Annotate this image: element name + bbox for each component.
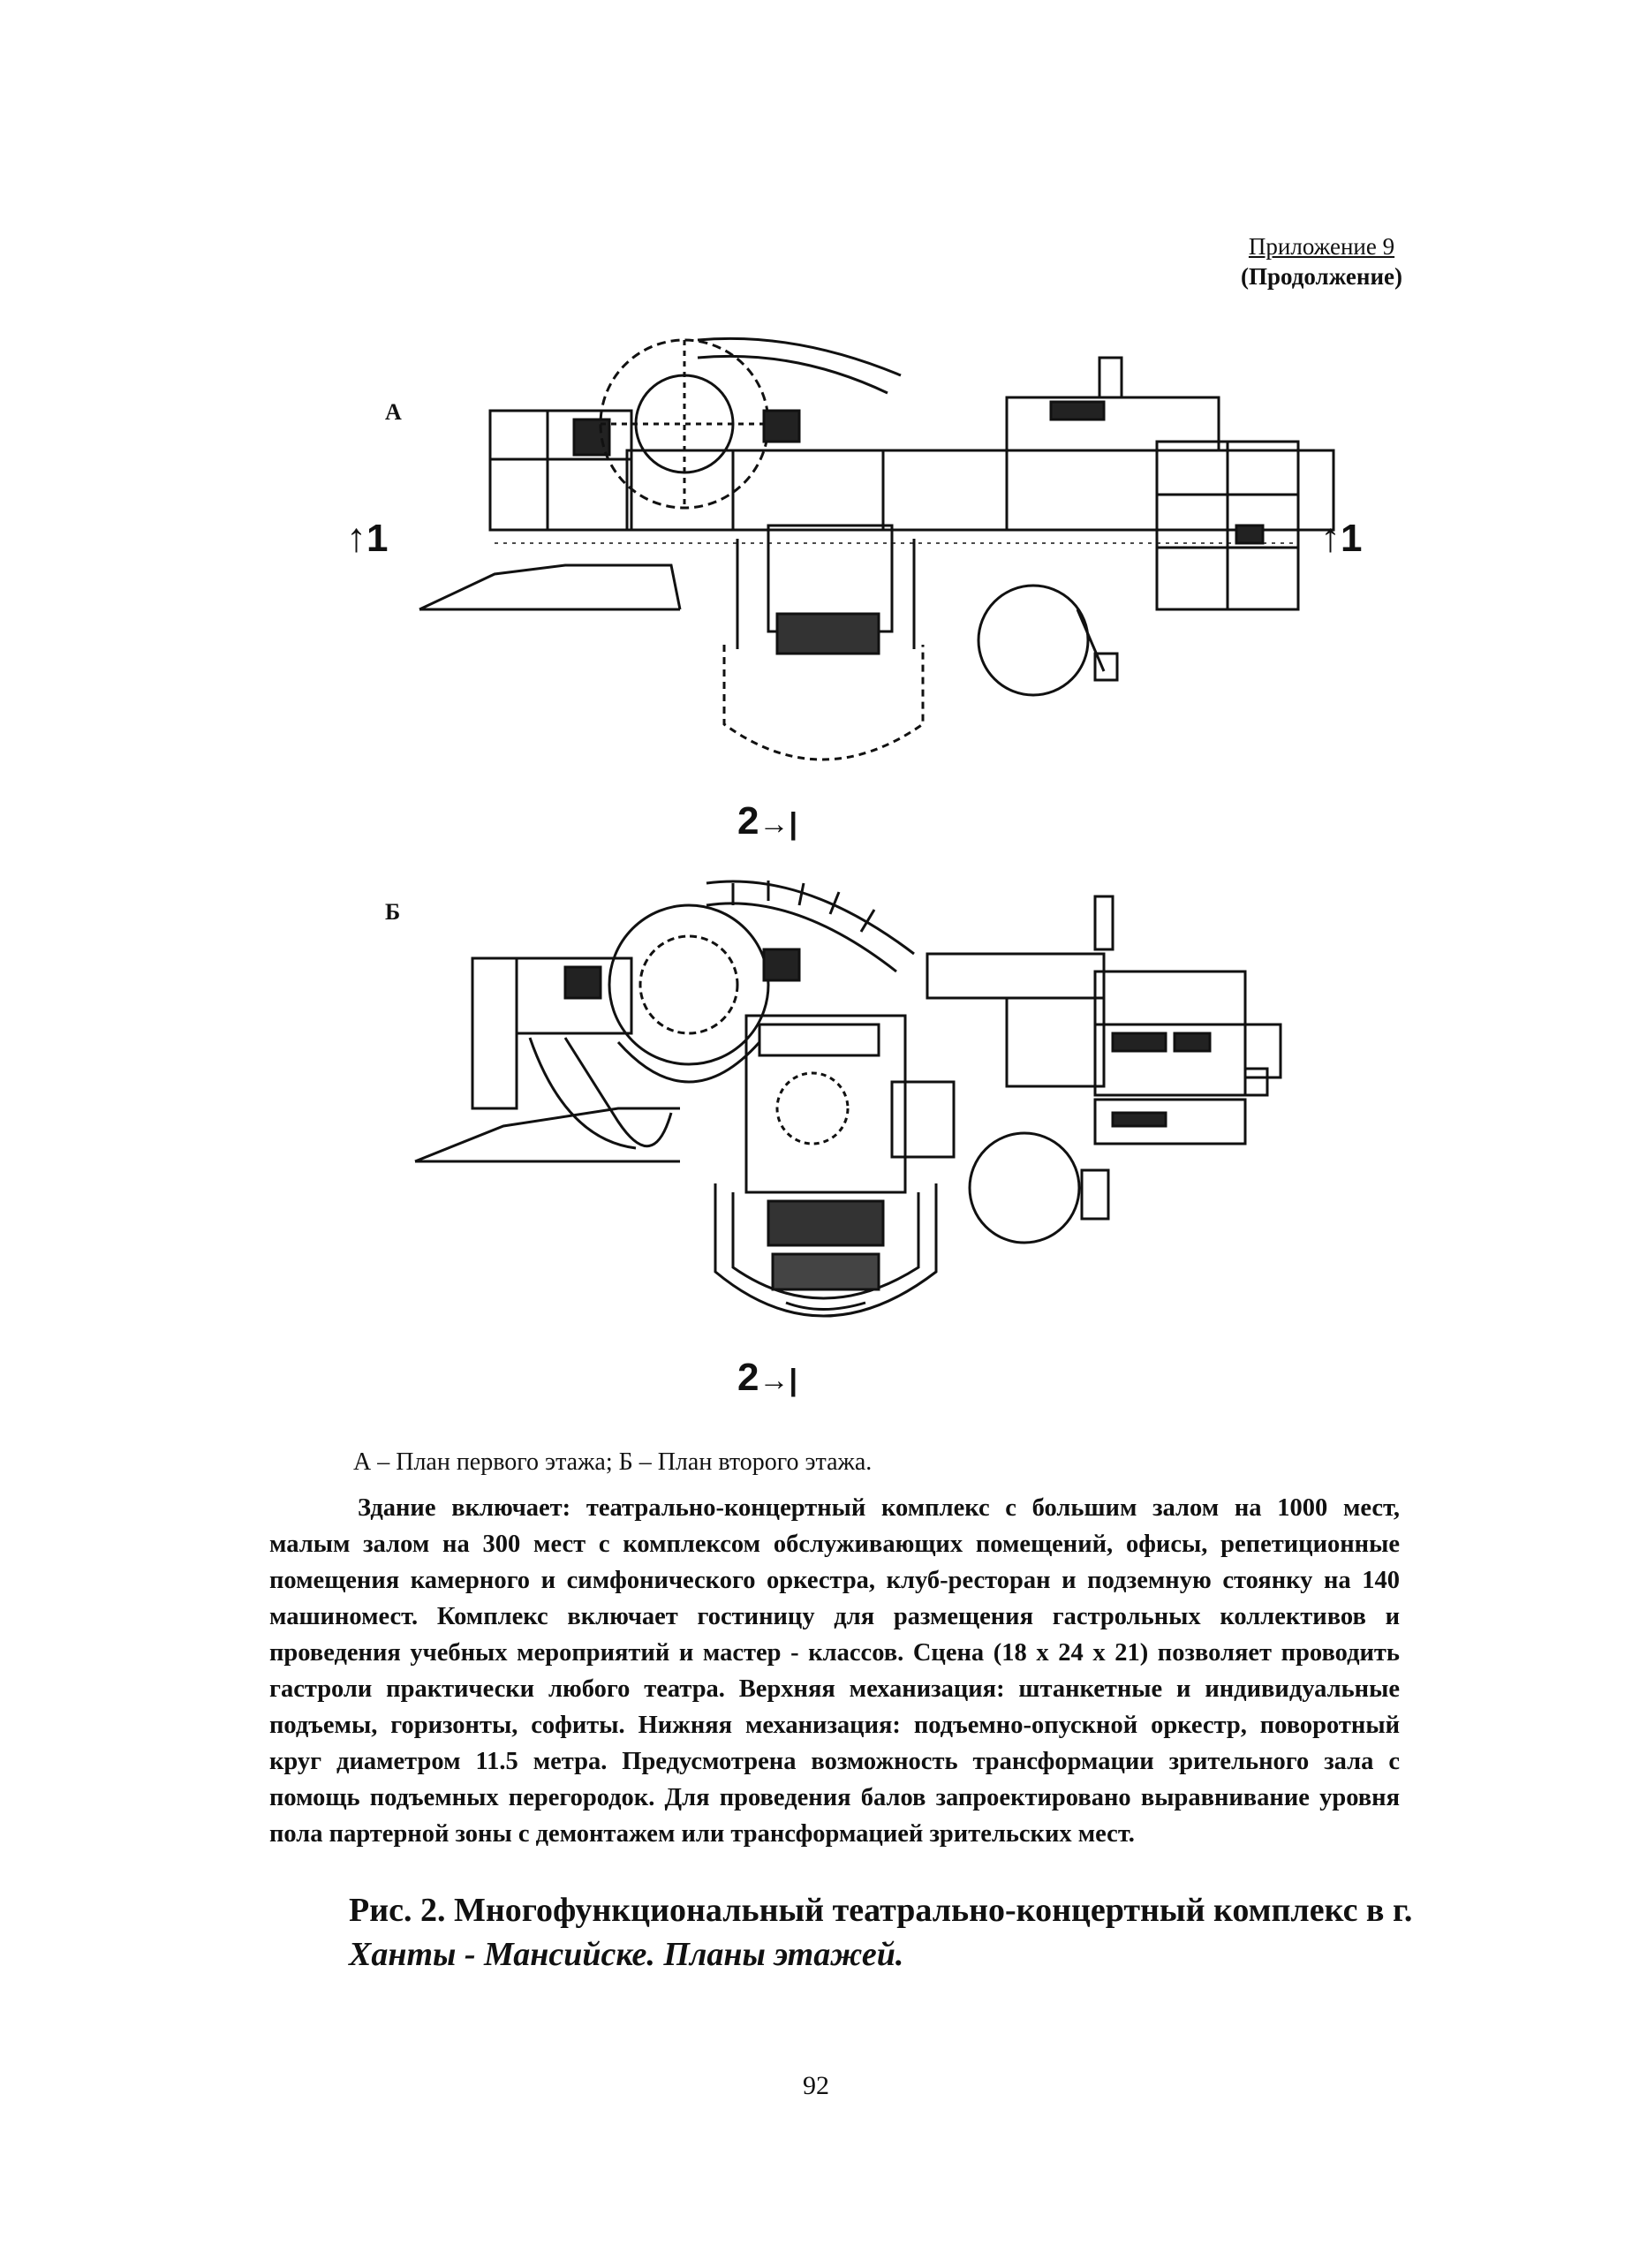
section-mark-1-left: ↑1 <box>346 514 389 560</box>
plan-a-label: А <box>385 399 402 425</box>
plans-caption: А – План первого этажа; Б – План второго… <box>353 1448 873 1476</box>
plan-b-drawing <box>414 880 1282 1318</box>
section-mark-2-top: 2→| <box>737 799 797 843</box>
arrow-right-bar-icon: →| <box>759 1364 797 1397</box>
appendix-header: Приложение 9 (Продолжение) <box>1241 231 1402 291</box>
figure-caption-line1: Рис. 2. Многофункциональный театрально-к… <box>349 1892 1413 1929</box>
appendix-title: Приложение 9 <box>1248 233 1395 260</box>
figure-caption: Рис. 2. Многофункциональный театрально-к… <box>265 1888 1413 1977</box>
body-paragraph: Здание включает: театрально-концертный к… <box>269 1494 1400 1848</box>
plan-b-label: Б <box>385 899 401 925</box>
arrow-right-bar-icon: →| <box>759 807 797 841</box>
arrow-up-icon: ↑ <box>346 514 366 560</box>
section-mark-1-right: ↑1 <box>1320 514 1363 560</box>
plan-a-drawing <box>419 336 1335 761</box>
arrow-up-icon: ↑ <box>1320 514 1341 560</box>
figure-caption-line2: Ханты - Мансийске. Планы этажей. <box>349 1936 904 1973</box>
section-mark-2-bottom: 2→| <box>737 1356 797 1399</box>
appendix-note: (Продолжение) <box>1241 263 1402 290</box>
page-number: 92 <box>803 2071 829 2100</box>
